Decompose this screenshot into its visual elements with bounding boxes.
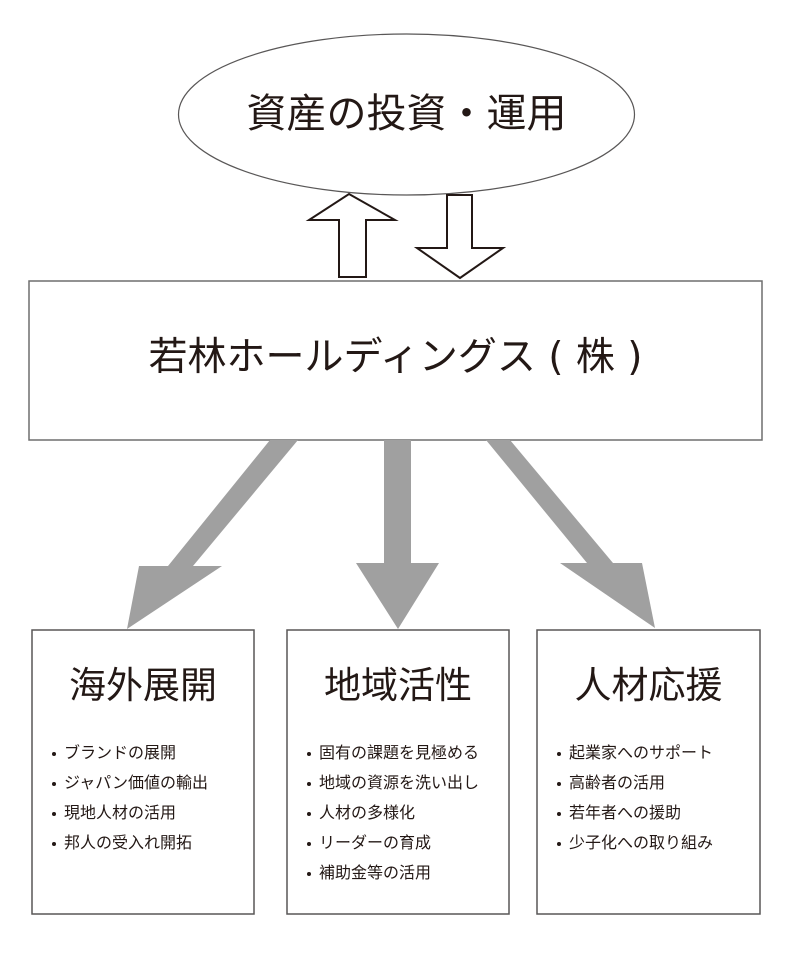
list-item: 少子化への取り組み [555, 828, 713, 858]
arrow-to-branch-1 [356, 440, 439, 629]
list-item: 起業家へのサポート [555, 738, 713, 768]
branch-item-list: 起業家へのサポート 高齢者の活用 若年者への援助 少子化への取り組み [555, 738, 713, 858]
list-item: 固有の課題を見極める [305, 738, 479, 768]
branch-item-list: 固有の課題を見極める 地域の資源を洗い出し 人材の多様化 リーダーの育成 補助金… [305, 738, 479, 888]
branch-box-regional: 地域活性 固有の課題を見極める 地域の資源を洗い出し 人材の多様化 リーダーの育… [287, 630, 509, 914]
list-item: 人材の多様化 [305, 798, 479, 828]
branch-heading: 海外展開 [69, 664, 217, 707]
branch-box-1-border [286, 629, 510, 915]
branch-item-list: ブランドの展開 ジャパン価値の輸出 現地人材の活用 邦人の受入れ開拓 [50, 738, 208, 858]
down-arrow-icon [413, 194, 507, 280]
list-item: 補助金等の活用 [305, 858, 479, 888]
branch-box-overseas: 海外展開 ブランドの展開 ジャパン価値の輸出 現地人材の活用 邦人の受入れ開拓 [32, 630, 254, 914]
branch-heading: 人材応援 [574, 664, 723, 707]
arrow-to-branch-0 [127, 440, 298, 629]
top-node-ellipse [177, 33, 636, 196]
list-item: 高齢者の活用 [555, 768, 713, 798]
list-item: ブランドの展開 [50, 738, 208, 768]
center-node-label: 若林ホールディングス ( 株 ) [148, 335, 643, 380]
arrow-to-branch-2 [486, 440, 655, 628]
list-item: 現地人材の活用 [50, 798, 208, 828]
branch-heading: 地域活性 [324, 664, 472, 707]
list-item: リーダーの育成 [305, 828, 479, 858]
branch-box-talent: 人材応援 起業家へのサポート 高齢者の活用 若年者への援助 少子化への取り組み [537, 630, 760, 914]
list-item: ジャパン価値の輸出 [50, 768, 208, 798]
branch-box-2-border [536, 629, 761, 915]
top-node-label: 資産の投資・運用 [246, 91, 567, 137]
up-arrow-icon [305, 192, 399, 278]
branch-box-0-border [31, 629, 255, 915]
list-item: 地域の資源を洗い出し [305, 768, 479, 798]
list-item: 邦人の受入れ開拓 [50, 828, 208, 858]
list-item: 若年者への援助 [555, 798, 713, 828]
